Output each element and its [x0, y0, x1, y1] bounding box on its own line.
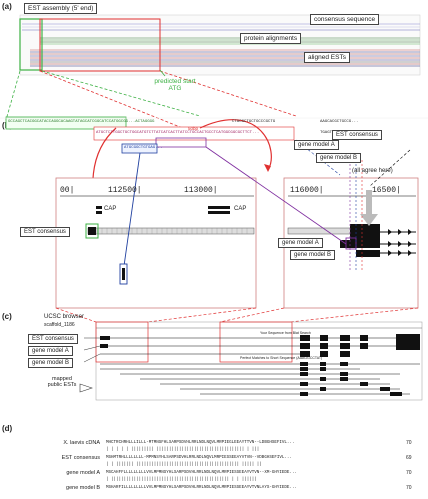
genomic-sequence-1b: CTACGCTGCTGCCCGCTG	[232, 120, 276, 124]
alignment-row-seq: MSHMTRHLLLLLLLL-MPMNSYHLSARPSDVHLRRLNDLN…	[106, 456, 292, 460]
alignment-row-label: gene model A	[66, 470, 100, 476]
est-consensus-label-3: EST consensus	[28, 334, 78, 344]
consensus-sequence-label: consensus sequence	[310, 14, 380, 25]
ucsc-browser-title: UCSC browser	[44, 314, 85, 320]
alignment-row: gene model A MSCAHFFLLLLLLLLLVVLMPMNSYHL…	[20, 470, 420, 478]
tick-00: 00|	[60, 186, 75, 195]
cap-label-1: CAP	[104, 206, 117, 212]
gene-model-a-label-3: gene model A	[28, 346, 73, 356]
panel-a-graphics	[5, 14, 421, 132]
genomic-sequence-1c: AAGCACGCTGCCG...	[320, 120, 359, 124]
tick-16500: 16500|	[372, 186, 401, 195]
genomic-sequence-3: ATGCGGCTGTGAG...	[124, 146, 163, 150]
alignment-row-seq: MSHARFILLLLLLLLLVVLMPMNSYHLSARPSDVHLRRLN…	[106, 486, 297, 490]
alignment-row: gene model B MSHARFILLLLLLLLLVVLMPMNSYHL…	[20, 485, 420, 493]
panel-label-a: (a)	[2, 2, 12, 11]
scaffold-label: scaffold_1186	[44, 322, 75, 328]
mapped-public-ests-label: mapped public ESTs	[47, 376, 77, 388]
scale-50bp: 50bp	[188, 126, 199, 131]
alignment-row-num: 70	[406, 440, 412, 446]
predicted-start-atg-label: predicted start ATG	[154, 78, 196, 92]
alignment-row-seq: MHCTRCHRHLLLILLL-MTMNSFHLSARPSDVHLRRLNDL…	[106, 441, 295, 445]
tick-113000: 113000|	[184, 186, 218, 195]
alignment-row: | | ||||||| ||||||||||||||||||||||||||||…	[20, 463, 420, 470]
alignment-row-label: gene model B	[66, 485, 100, 491]
tick-112500: 112500|	[108, 186, 142, 195]
alignment-row: | ||||||||||||||||||||||||||||||||||||||…	[20, 478, 420, 485]
gene-model-a-label-2: gene model A	[278, 238, 323, 248]
genomic-sequence-1: GCCAGCTCACGGCATACCAGGCACAAGTATAGCATCGGCA…	[8, 120, 155, 124]
alignment-row: X. laevis cDNA MHCTRCHRHLLLILLL-MTMNSFHL…	[20, 440, 420, 448]
alignment-row-num: 70	[406, 470, 412, 476]
genomic-sequence-2: ATGCTCTTGGCTGCTGGCATGTCTTATCATCACTTATCCT…	[96, 131, 260, 135]
alignment-row: | | | | | ||||||||| ||||||||||||||||||||…	[20, 448, 420, 455]
alignment-match-line: | | ||||||| ||||||||||||||||||||||||||||…	[106, 463, 262, 467]
alignment-row-seq: MSCAHFFLLLLLLLLLVVLMPMNSYHLSARPSDVHLRRLN…	[106, 471, 297, 475]
alignment-row-label: EST consensus	[61, 455, 100, 461]
gene-model-a-label: gene model A	[294, 140, 339, 150]
alignment-row: EST consensus MSHMTRHLLLLLLLL-MPMNSYHLSA…	[20, 455, 420, 463]
est-consensus-label: EST consensus	[332, 130, 382, 140]
cap-label-2: CAP	[234, 206, 247, 212]
browser-track-header-1: Your Sequence from Blat Search	[260, 331, 311, 335]
alignment-row-label: X. laevis cDNA	[63, 440, 100, 446]
gene-model-b-label: gene model B	[316, 153, 362, 163]
tick-116000: 116000|	[290, 186, 324, 195]
panel-b-graphics	[5, 116, 419, 309]
gene-model-b-label-2: gene model B	[290, 250, 336, 260]
alignment-row-num: 70	[406, 485, 412, 491]
panel-label-d: (d)	[2, 424, 13, 433]
alignment-match-line: | | | | | ||||||||| ||||||||||||||||||||…	[106, 448, 260, 452]
panel-label-c: (c)	[2, 312, 12, 321]
alignment-match-line: | ||||||||||||||||||||||||||||||||||||||…	[106, 478, 257, 482]
panel-c-graphics	[55, 307, 423, 401]
alignment-row-num: 69	[406, 455, 412, 461]
est-assembly-title: EST assembly (5' end)	[24, 3, 98, 14]
gene-model-b-label-3: gene model B	[28, 358, 74, 368]
all-agree-label: (all agree here)	[352, 168, 393, 174]
browser-track-header-2: Perfect Matches to Short Sequence (AAAGG…	[240, 356, 323, 360]
aligned-ests-label: aligned ESTs	[304, 52, 350, 63]
est-consensus-label-2: EST consensus	[20, 227, 70, 237]
alignment-block: X. laevis cDNA MHCTRCHRHLLLILLL-MTMNSFHL…	[20, 440, 420, 493]
protein-alignments-label: protein alignments	[240, 33, 302, 44]
